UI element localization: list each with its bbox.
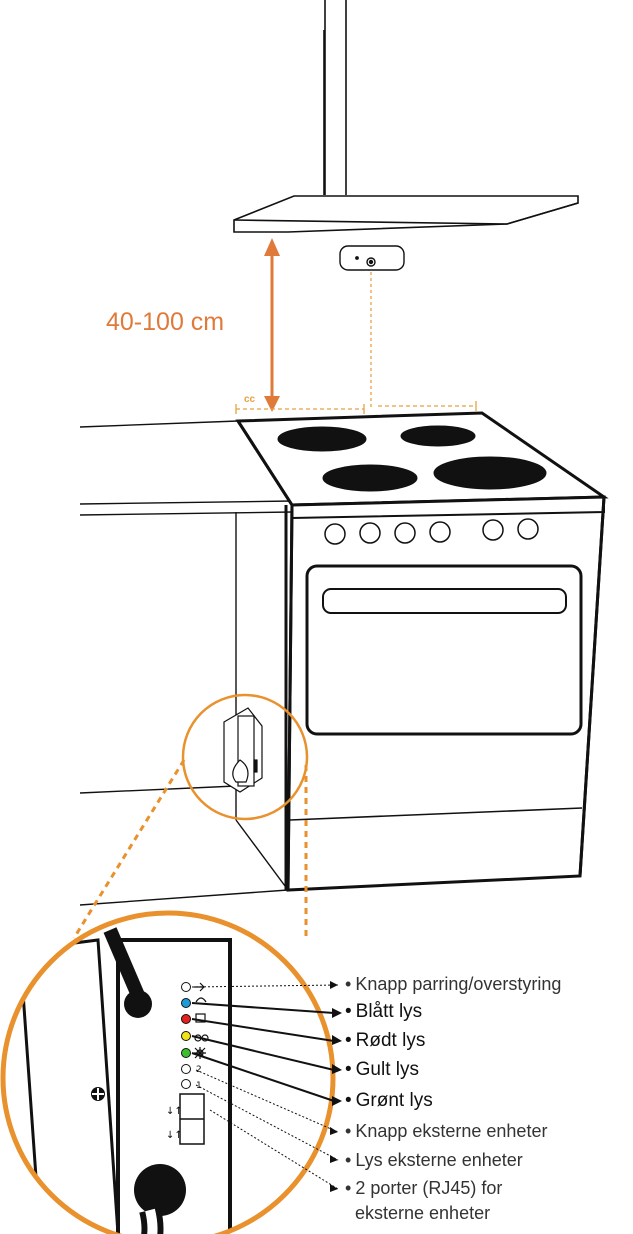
hood-sensor [339,245,405,271]
callout-bullet: • [345,1121,352,1141]
svg-text:↓↑: ↓↑ [166,1106,183,1117]
yellow-led [181,1031,191,1041]
device-detail: ↓↑ ↓↑ [0,910,336,1234]
distance-arrow [264,238,280,412]
callout-external-button: •Knapp eksterne enheter [345,1121,547,1142]
callout-leaders [191,981,342,1192]
green-led [181,1048,191,1058]
kitchen-counter [79,420,293,906]
port-2-number: 2 [196,1065,202,1075]
cc-label: cc [244,394,256,405]
callout-yellow-light: •Gult lys [345,1059,419,1081]
range-hood [233,0,579,233]
callout-pairing-button: •Knapp parring/overstyring [345,974,561,995]
callout-text: 2 porter (RJ45) for [355,1178,503,1198]
blue-led [181,998,191,1008]
pairing-button-led [181,982,191,992]
callout-green-light: •Grønt lys [345,1090,433,1112]
port-1-number: 1 [196,1081,202,1091]
callout-bullet: • [345,1059,352,1080]
stove [235,411,609,892]
callout-ports: •2 porter (RJ45) for [345,1178,502,1199]
callout-text: eksterne enheter [355,1203,491,1223]
callout-bullet: • [345,1001,352,1022]
callout-text: Grønt lys [355,1090,433,1111]
external-light-led [181,1079,191,1089]
callout-text: Knapp eksterne enheter [355,1121,548,1141]
callout-bullet: • [345,974,352,994]
callout-bullet: • [345,1150,352,1170]
svg-text:↓↑: ↓↑ [166,1130,183,1141]
cc-dimension [235,401,477,414]
distance-label: 40-100 cm [106,308,225,336]
callout-blue-light: •Blått lys [345,1001,422,1023]
callout-bullet: • [345,1178,352,1198]
device-leds [181,982,191,1089]
callout-ports-continued: eksterne enheter [355,1203,490,1224]
detail-circle-small [181,693,309,821]
callout-text: Gult lys [355,1059,420,1080]
callout-text: Knapp parring/overstyring [355,974,562,994]
external-button-led [181,1064,191,1074]
callout-bullet: • [345,1090,352,1111]
callout-text: Rødt lys [355,1030,426,1051]
detail-connector-lines [72,759,308,940]
callout-red-light: •Rødt lys [345,1030,425,1052]
callout-bullet: • [345,1030,352,1051]
red-led [181,1014,191,1024]
callout-external-light: •Lys eksterne enheter [345,1150,523,1171]
callout-text: Lys eksterne enheter [355,1150,523,1170]
callout-text: Blått lys [355,1001,423,1022]
